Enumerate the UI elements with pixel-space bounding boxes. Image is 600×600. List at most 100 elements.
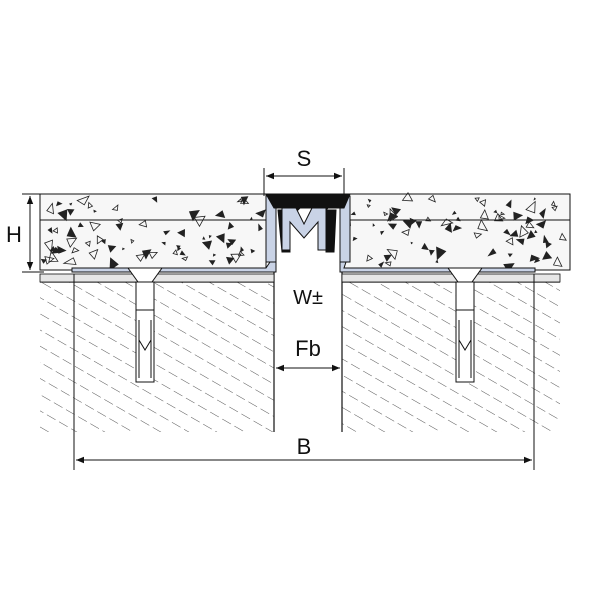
aggregate-chip <box>452 225 463 232</box>
anchor-right <box>447 267 483 383</box>
label-b: B <box>297 434 312 459</box>
aggregate-chip <box>534 229 538 234</box>
aggregate-chip <box>401 191 414 202</box>
aggregate-chip <box>249 216 253 221</box>
aggregate-chip <box>172 249 179 256</box>
aggregate-chip <box>498 214 506 221</box>
aggregate-chip <box>208 260 216 266</box>
aggregate-chip <box>46 202 54 215</box>
aggregate-chip <box>535 220 546 229</box>
bedding-right <box>341 273 561 283</box>
aggregate-chip <box>227 239 237 246</box>
aggregate-chip <box>49 246 57 253</box>
aggregate-chip <box>71 247 80 254</box>
aggregate-chip <box>525 216 535 225</box>
aggregate-chip <box>225 242 234 249</box>
aggregate-chip <box>57 209 68 222</box>
aggregate-chip <box>380 230 385 236</box>
aggregate-chip <box>176 245 181 250</box>
aggregate-chip <box>188 210 200 222</box>
aggregate-chip <box>76 195 90 206</box>
insert-retainer <box>281 207 327 251</box>
aggregate-chip <box>387 223 397 230</box>
aggregate-chip <box>66 226 77 238</box>
label-s: S <box>297 146 312 171</box>
aggregate-chip <box>250 248 256 254</box>
aggregate-chip <box>415 221 423 229</box>
aggregate-chip <box>227 221 235 230</box>
aggregate-chip <box>387 212 399 222</box>
aggregate-chip <box>151 196 158 203</box>
aggregate-chip <box>109 257 119 271</box>
aggregate-chip <box>372 223 376 227</box>
aggregate-chip <box>545 241 552 249</box>
aggregate-chip <box>77 222 84 228</box>
aggregate-chip <box>525 221 535 229</box>
aggregate-chip <box>551 205 558 212</box>
aggregate-chip <box>542 251 553 260</box>
dimension-fb: Fb <box>276 336 340 372</box>
aggregate-chip <box>56 201 63 207</box>
aggregate-chip <box>559 232 567 241</box>
aggregate-chip <box>148 251 159 260</box>
aggregate-chip <box>493 209 498 214</box>
aggregate-chip <box>474 197 480 203</box>
aggregate-chip <box>201 240 212 250</box>
aggregate-chip <box>525 200 536 214</box>
aggregate-chip <box>84 240 91 247</box>
aggregate-chip <box>87 201 94 209</box>
aggregate-chip <box>444 222 452 233</box>
aggregate-chip <box>383 211 389 217</box>
aggregate-chip <box>240 246 244 253</box>
aggregate-chip <box>93 209 97 213</box>
aggregate-chip <box>493 212 504 222</box>
aggregate-chip <box>161 241 166 246</box>
aggregate-chip <box>89 221 102 232</box>
aggregate-chip <box>181 256 189 262</box>
aggregate-chip <box>44 256 55 265</box>
aggregate-chip <box>513 211 524 221</box>
aggregate-chip <box>130 238 135 244</box>
aggregate-chip <box>487 248 497 257</box>
aggregate-chip <box>533 197 536 201</box>
aggregate-chip <box>455 216 461 222</box>
aggregate-chip <box>478 199 487 207</box>
aggregate-chip <box>366 204 371 209</box>
aggregate-chip <box>107 245 117 253</box>
aggregate-chip <box>473 232 483 239</box>
aggregate-chip <box>239 197 250 204</box>
aggregate-chip <box>477 218 489 232</box>
aggregate-chip <box>391 207 401 216</box>
aggregate-chip <box>115 222 124 231</box>
aggregate-chip <box>526 230 536 240</box>
aggregate-chip <box>378 261 385 268</box>
dimension-b: B <box>73 274 535 470</box>
screed-layer <box>39 191 571 273</box>
aggregate-chip <box>503 228 511 236</box>
aggregate-chip <box>193 215 206 228</box>
aggregate-chip <box>96 235 105 245</box>
aggregate-chip <box>519 224 529 238</box>
aggregate-chip <box>57 245 67 254</box>
aggregate-chip <box>507 253 513 258</box>
aggregate-chip <box>47 227 53 234</box>
aggregate-chip <box>236 198 242 203</box>
aggregate-chip <box>539 208 546 219</box>
aggregate-chip <box>111 204 119 211</box>
aggregate-chip <box>421 242 429 251</box>
aggregate-chip <box>428 249 435 256</box>
dimension-s: S <box>263 146 345 196</box>
aggregate-chip <box>122 247 126 251</box>
aggregate-chip <box>543 234 549 243</box>
aggregate-chip <box>410 241 414 245</box>
aggregate-chip <box>237 250 245 257</box>
aggregate-chip <box>505 237 514 246</box>
aggregate-chip <box>505 199 512 209</box>
aggregate-chip <box>69 202 73 206</box>
aggregate-chip <box>88 248 99 260</box>
aggregate-chip <box>48 249 59 263</box>
aggregate-chip <box>367 198 372 203</box>
aggregate-chip <box>66 237 78 249</box>
aggregate-chip <box>500 211 506 216</box>
